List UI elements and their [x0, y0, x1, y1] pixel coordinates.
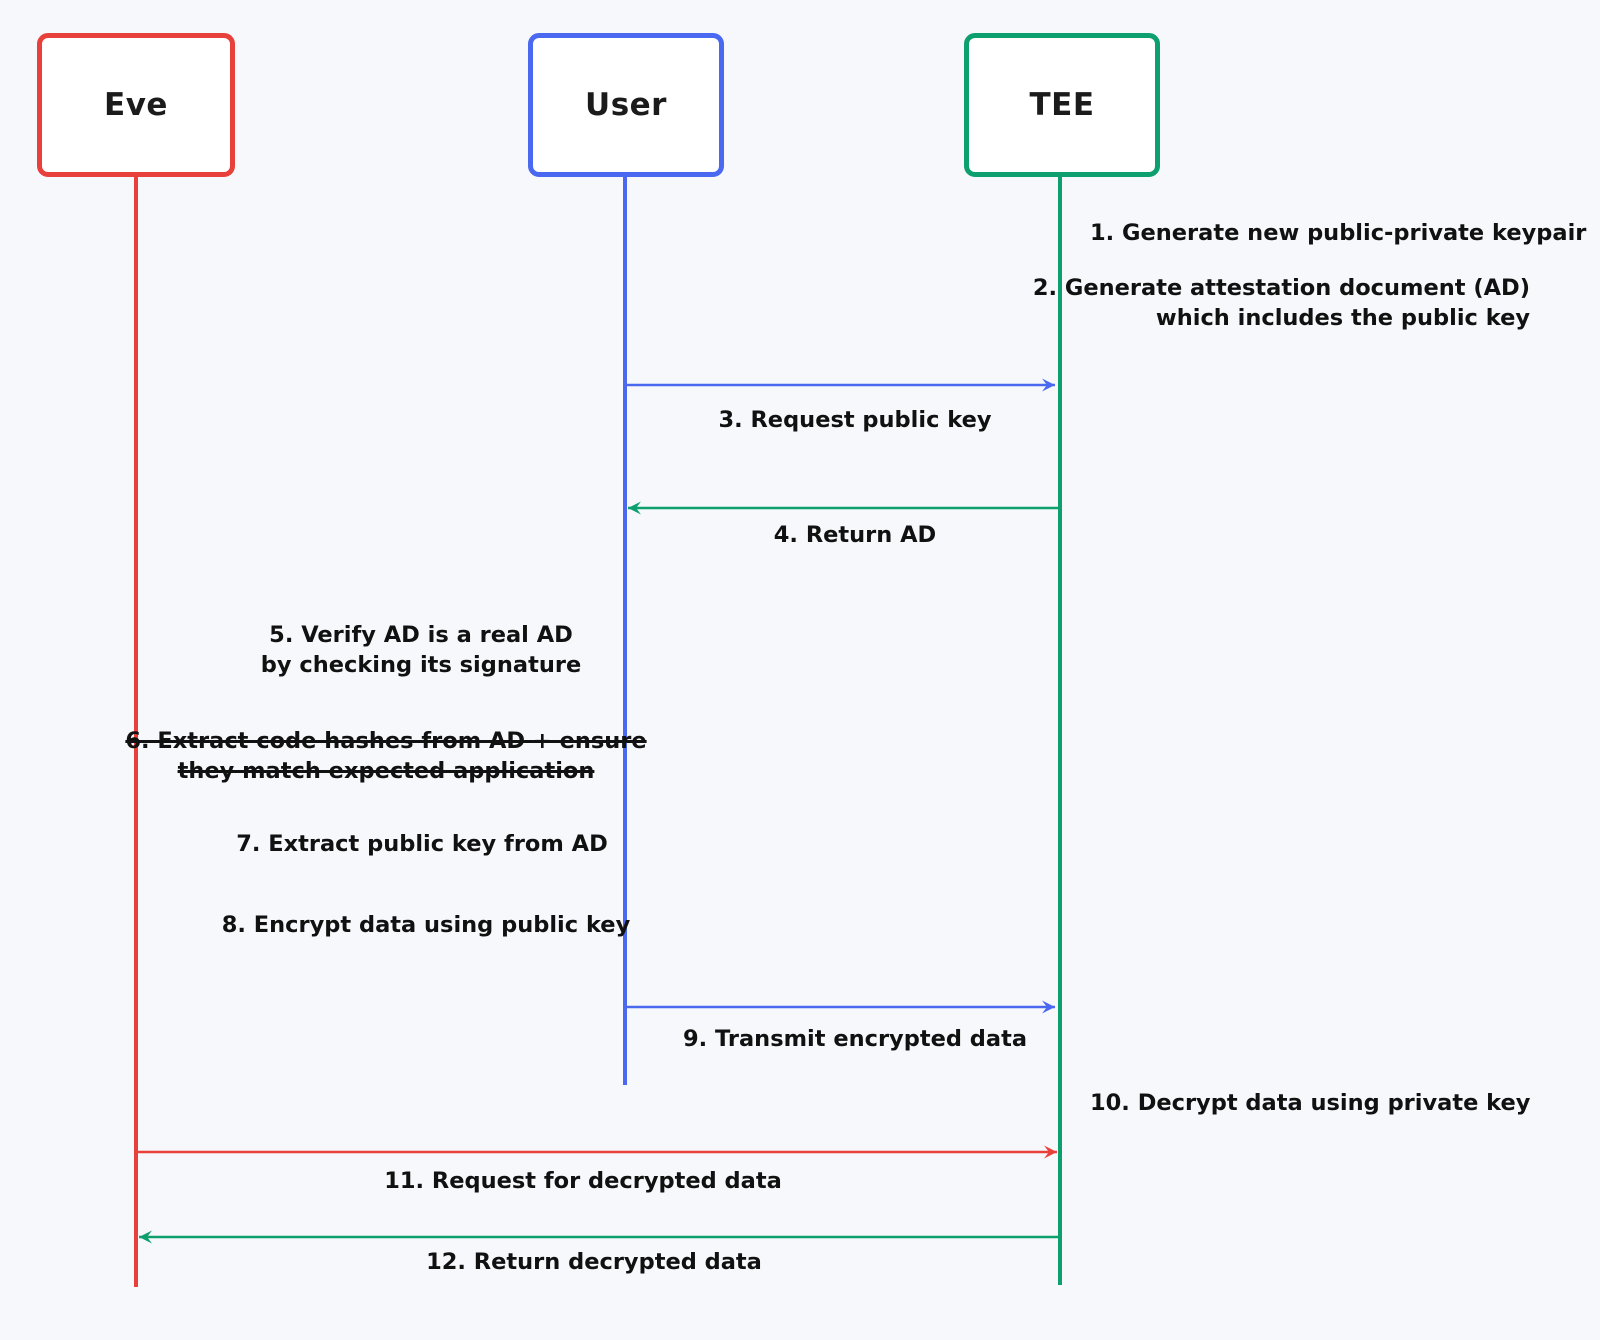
actor-box-tee[interactable]: TEE	[964, 33, 1160, 177]
message-arrow-msg-4	[628, 501, 1060, 515]
actor-label-tee: TEE	[1029, 86, 1095, 123]
actor-box-eve[interactable]: Eve	[37, 33, 235, 177]
lifelines-group	[134, 177, 1062, 1287]
step-note-2: 2. Generate attestation document (AD) wh…	[1032, 275, 1530, 331]
message-arrow-msg-12	[139, 1230, 1060, 1244]
step-note-7: 7. Extract public key from AD	[236, 831, 608, 857]
message-arrow-msg-3	[625, 378, 1055, 392]
step-note-8: 8. Encrypt data using public key	[221, 912, 631, 938]
arrow-head	[1042, 1000, 1055, 1014]
message-label-11: 11. Request for decrypted data	[384, 1168, 782, 1194]
step-note-10: 10. Decrypt data using private key	[1090, 1090, 1531, 1116]
message-arrows-group	[136, 378, 1060, 1244]
arrow-head	[1044, 1145, 1057, 1159]
arrow-head	[1042, 378, 1055, 392]
message-label-3: 3. Request public key	[718, 407, 992, 433]
actor-box-user[interactable]: User	[528, 33, 724, 177]
actor-label-eve: Eve	[104, 86, 168, 123]
arrow-head	[628, 501, 641, 515]
message-arrow-msg-9	[625, 1000, 1055, 1014]
arrow-head	[139, 1230, 152, 1244]
message-label-4: 4. Return AD	[773, 522, 937, 548]
actor-label-user: User	[585, 86, 667, 123]
message-label-9: 9. Transmit encrypted data	[682, 1026, 1028, 1052]
message-arrow-msg-11	[136, 1145, 1057, 1159]
step-note-6: 6. Extract code hashes from AD + ensure …	[125, 728, 647, 784]
step-note-5: 5. Verify AD is a real AD by checking it…	[260, 622, 582, 678]
message-label-12: 12. Return decrypted data	[426, 1249, 762, 1275]
step-note-1: 1. Generate new public-private keypair	[1090, 220, 1587, 246]
